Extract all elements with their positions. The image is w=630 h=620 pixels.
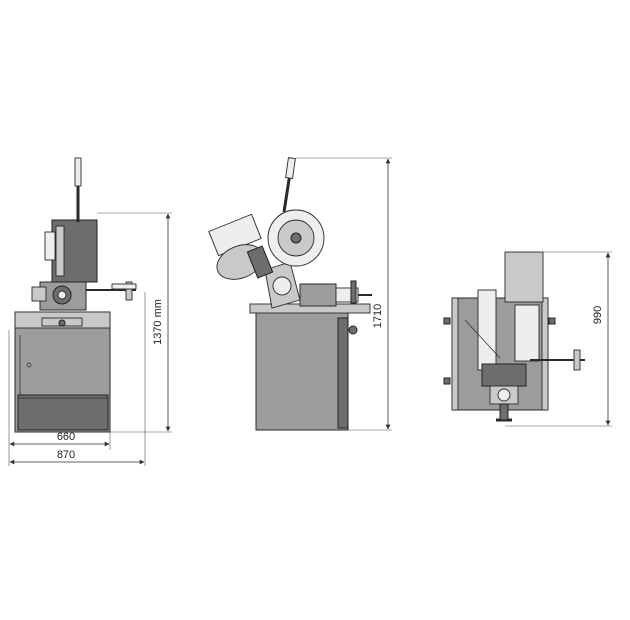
top-dimensions: 990 xyxy=(505,251,612,427)
side-height-label: 1710 xyxy=(372,304,384,328)
side-cabinet xyxy=(255,311,349,431)
side-view xyxy=(208,157,372,431)
top-view xyxy=(443,251,585,422)
front-width-base-label: 660 xyxy=(57,431,75,443)
top-depth-label: 990 xyxy=(592,306,604,324)
front-dimensions: 1370 mm 660 870 xyxy=(8,212,172,466)
front-height-label: 1370 mm xyxy=(152,299,164,345)
side-dimensions: 1710 xyxy=(296,157,392,431)
front-width-total-label: 870 xyxy=(57,449,75,461)
front-view xyxy=(14,157,137,433)
